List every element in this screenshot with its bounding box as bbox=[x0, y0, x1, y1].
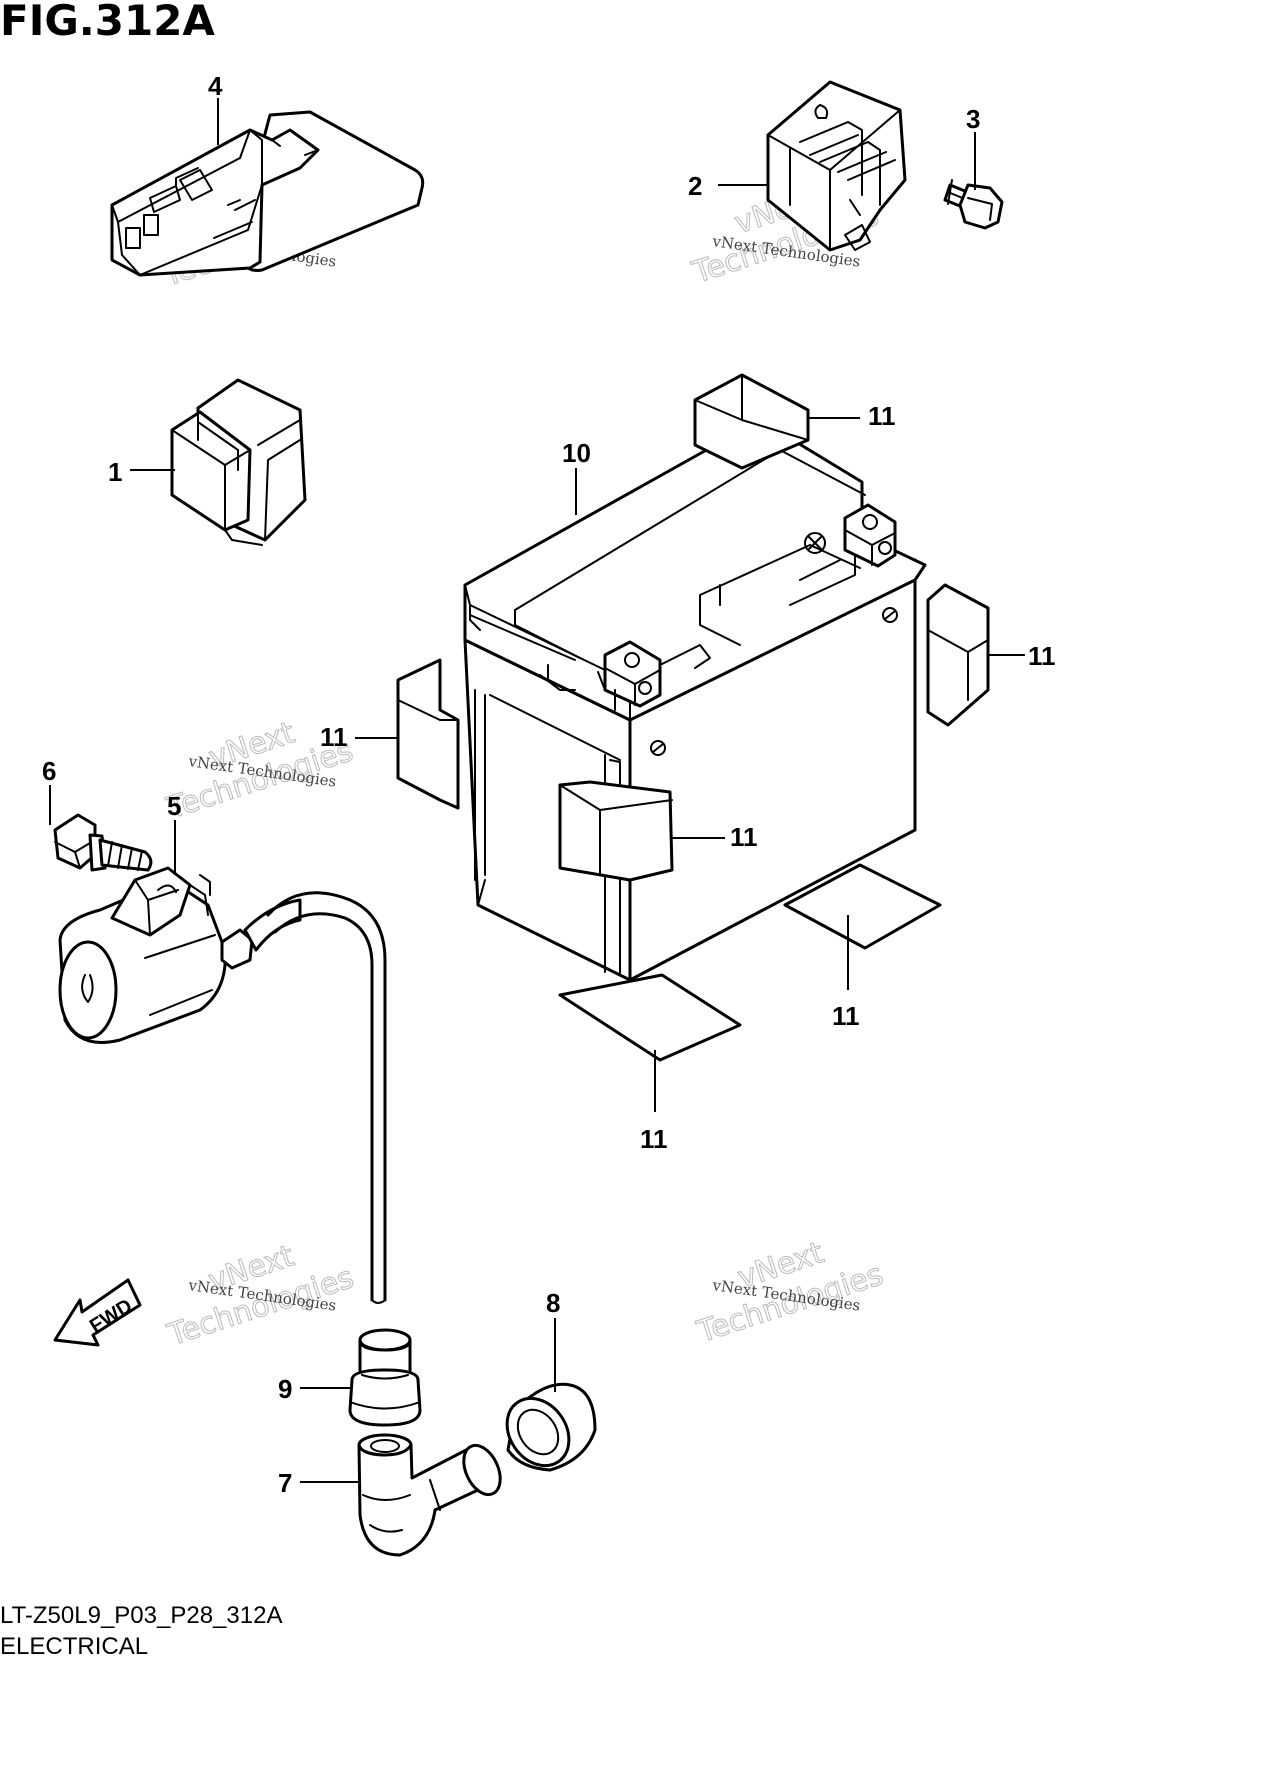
part-4-connector bbox=[110, 110, 425, 277]
callout-11-sheet-left: 11 bbox=[640, 1124, 668, 1154]
fwd-direction-arrow: FWD bbox=[53, 1278, 142, 1347]
callout-11-right: 11 bbox=[1028, 641, 1056, 671]
callout-10: 10 bbox=[562, 438, 591, 468]
part-7-elbow-boot bbox=[357, 1433, 502, 1557]
part-8-cap bbox=[505, 1382, 597, 1472]
part-11-pad-right bbox=[926, 583, 990, 727]
part-2-relay-bracket bbox=[766, 80, 907, 252]
part-10-battery bbox=[463, 418, 927, 982]
part-11-sheet-bottom-left bbox=[558, 973, 742, 1062]
callout-11-front: 11 bbox=[730, 822, 758, 852]
leader-lines bbox=[49, 98, 1025, 1483]
callout-11-top: 11 bbox=[868, 401, 896, 431]
callout-2: 2 bbox=[688, 171, 702, 201]
callout-7: 7 bbox=[278, 1468, 292, 1498]
callout-5: 5 bbox=[167, 791, 181, 821]
callout-numbers: 4 2 3 1 10 11 11 11 11 11 11 6 5 9 7 8 bbox=[42, 71, 1056, 1498]
part-1-relay bbox=[170, 378, 307, 546]
part-11-pad-top bbox=[693, 373, 810, 470]
part-5-solenoid bbox=[58, 866, 387, 1304]
callout-4: 4 bbox=[208, 71, 223, 101]
callout-11-left: 11 bbox=[320, 722, 348, 752]
part-3-screw bbox=[943, 179, 1004, 230]
part-6-bolt bbox=[53, 813, 153, 872]
callout-8: 8 bbox=[546, 1288, 560, 1318]
callout-3: 3 bbox=[966, 104, 980, 134]
figure-title: FIG.312A bbox=[0, 0, 215, 45]
callout-6: 6 bbox=[42, 756, 56, 786]
callout-11-sheet-right: 11 bbox=[832, 1001, 860, 1031]
part-9-grommet bbox=[348, 1328, 422, 1427]
callout-9: 9 bbox=[278, 1374, 292, 1404]
part-11-sheet-bottom-right bbox=[783, 863, 942, 950]
section-name: ELECTRICAL bbox=[0, 1633, 149, 1660]
part-11-pad-front bbox=[558, 780, 674, 882]
callout-1: 1 bbox=[108, 457, 122, 487]
part-11-pad-left bbox=[396, 658, 460, 810]
model-code: LT-Z50L9_P03_P28_312A bbox=[0, 1602, 283, 1629]
